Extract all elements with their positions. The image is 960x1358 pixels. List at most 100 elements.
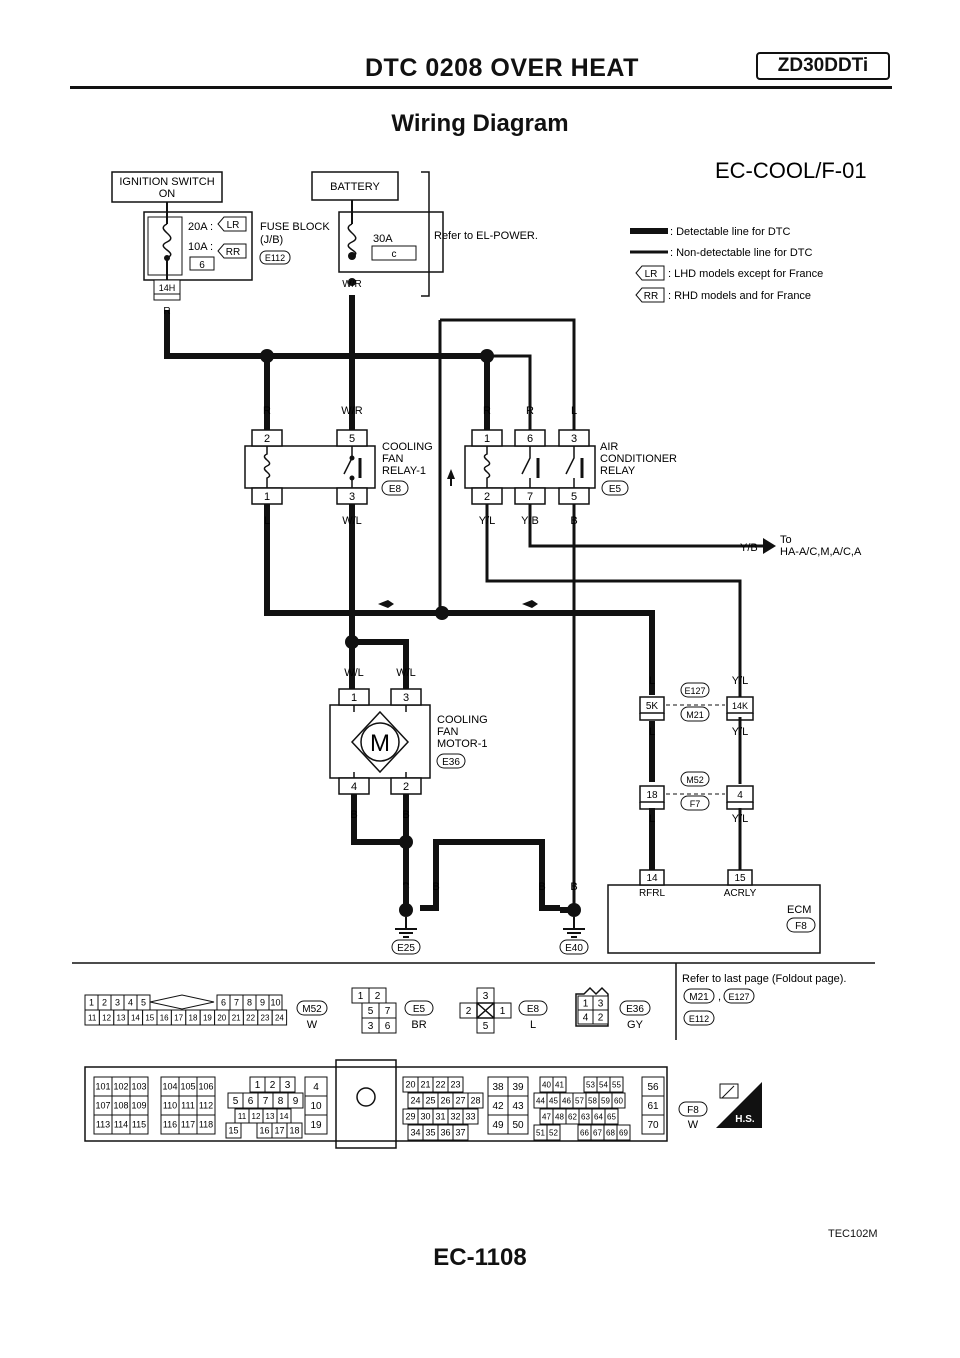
connector-pin: 22 — [435, 1080, 445, 1090]
connector-pin: 14 — [280, 1112, 289, 1121]
svg-text:RFRL: RFRL — [639, 888, 666, 899]
connector-pin: 65 — [607, 1112, 616, 1121]
connector-pin: 24 — [275, 1013, 284, 1022]
connector-pin: 18 — [189, 1013, 198, 1022]
connector-pin: 1 — [500, 1006, 506, 1017]
connector-pin: 59 — [601, 1096, 610, 1105]
connector-e36-label: E36 GY — [619, 1000, 651, 1031]
connector-pin: 15 — [228, 1126, 238, 1136]
connector-pin: 49 — [492, 1120, 504, 1131]
connector-pin: 69 — [619, 1128, 628, 1137]
svg-text:Y/L: Y/L — [479, 515, 496, 527]
connector-pin: 41 — [555, 1080, 564, 1089]
svg-text:6: 6 — [199, 260, 205, 271]
connector-pin: 24 — [410, 1096, 420, 1106]
svg-text:W/R: W/R — [342, 279, 361, 290]
connector-pin: 21 — [232, 1013, 241, 1022]
connector-pin: 111 — [181, 1101, 195, 1111]
connector-pin: 25 — [425, 1096, 435, 1106]
connector-pin: 21 — [420, 1080, 430, 1090]
connector-pin: 2 — [375, 991, 381, 1002]
svg-text:5K: 5K — [646, 701, 659, 712]
svg-text:E5: E5 — [609, 484, 622, 495]
connector-pin: 12 — [252, 1112, 261, 1121]
hs-harness-side-icon: H.S. — [716, 1082, 762, 1128]
connector-pin: 6 — [385, 1021, 391, 1032]
connector-pin: 38 — [492, 1082, 504, 1093]
connector-pin: 26 — [440, 1096, 450, 1106]
connector-pin: 3 — [598, 999, 604, 1010]
svg-text:4: 4 — [737, 790, 743, 801]
connector-pin: 101 — [95, 1082, 110, 1092]
connector-pin: 8 — [278, 1096, 284, 1107]
connector-pin: 4 — [313, 1082, 319, 1093]
svg-text:(J/B): (J/B) — [260, 234, 283, 246]
svg-text:MOTOR-1: MOTOR-1 — [437, 738, 488, 750]
svg-text:L: L — [264, 515, 270, 527]
svg-text:COOLING: COOLING — [437, 714, 488, 726]
connector-pin: 60 — [614, 1096, 623, 1105]
connector-pin: 11 — [88, 1013, 97, 1022]
svg-text:L: L — [571, 405, 577, 417]
connector-pin: 2 — [598, 1013, 604, 1024]
relay-output-labels: L W/L Y/L Y/B B — [264, 515, 578, 527]
connector-pin: 19 — [203, 1013, 212, 1022]
svg-text:18: 18 — [646, 790, 658, 801]
battery: BATTERY 30A c W/R — [311, 171, 444, 290]
connector-pin: 47 — [542, 1112, 551, 1121]
connector-pin: 36 — [440, 1128, 450, 1138]
svg-text:RELAY: RELAY — [600, 465, 636, 477]
svg-text:Y/L: Y/L — [732, 813, 749, 825]
power-bracket — [421, 171, 430, 297]
connector-pin: 2 — [102, 998, 107, 1008]
svg-text:IGNITION SWITCH: IGNITION SWITCH — [119, 176, 214, 188]
connector-pin: 51 — [536, 1128, 545, 1137]
relay-input-labels: R W/R R R L — [263, 405, 577, 417]
connector-pin: 64 — [594, 1112, 603, 1121]
connector-pin: 12 — [102, 1013, 111, 1022]
svg-text:E112: E112 — [265, 253, 285, 263]
motor-output-labels: B B — [350, 809, 409, 821]
connector-pin: 19 — [310, 1120, 322, 1131]
connector-pin: 15 — [145, 1013, 154, 1022]
svg-text:M21: M21 — [686, 710, 704, 720]
connector-pin: 63 — [581, 1112, 590, 1121]
connector-pin: 66 — [580, 1128, 589, 1137]
svg-text:14K: 14K — [732, 701, 748, 711]
connector-pin: 11 — [238, 1112, 247, 1121]
connector-pin: 1 — [255, 1080, 261, 1091]
connector-pin: 23 — [450, 1080, 460, 1090]
svg-text:W/L: W/L — [342, 515, 362, 527]
svg-text:ACRLY: ACRLY — [724, 888, 757, 899]
connector-pin: 56 — [647, 1082, 659, 1093]
connector-pin: 67 — [593, 1128, 602, 1137]
connector-pin: 42 — [492, 1101, 504, 1112]
air-conditioner-relay: 1 6 3 2 7 5 AIR CONDITIONER RELAY E5 — [464, 429, 677, 505]
svg-text:E127: E127 — [728, 992, 749, 1002]
svg-text:M52: M52 — [686, 775, 704, 785]
svg-text:FAN: FAN — [382, 453, 403, 465]
connector-pin: 103 — [131, 1082, 146, 1092]
connector-pin: 33 — [465, 1112, 475, 1122]
connector-pin: 10 — [310, 1101, 322, 1112]
svg-text:M52: M52 — [302, 1004, 322, 1015]
connector-pin: 37 — [455, 1128, 465, 1138]
svg-text:GY: GY — [627, 1019, 644, 1031]
connector-pin: 48 — [555, 1112, 564, 1121]
svg-text:RELAY-1: RELAY-1 — [382, 465, 426, 477]
svg-text:: Non-detectable line for DTC: : Non-detectable line for DTC — [670, 247, 813, 259]
connector-pin: 4 — [128, 998, 133, 1008]
svg-text:R: R — [263, 405, 271, 417]
svg-text:L: L — [530, 1019, 536, 1031]
svg-text:W/L: W/L — [344, 667, 364, 679]
connector-pin: 2 — [466, 1006, 472, 1017]
svg-text:ECM: ECM — [787, 904, 811, 916]
svg-text:14: 14 — [646, 873, 658, 884]
cooling-fan-relay-1: 2 5 1 3 COOLING FAN RELAY-1 E8 — [244, 429, 433, 505]
svg-text:F7: F7 — [690, 799, 701, 809]
connector-pin: 3 — [483, 991, 489, 1002]
